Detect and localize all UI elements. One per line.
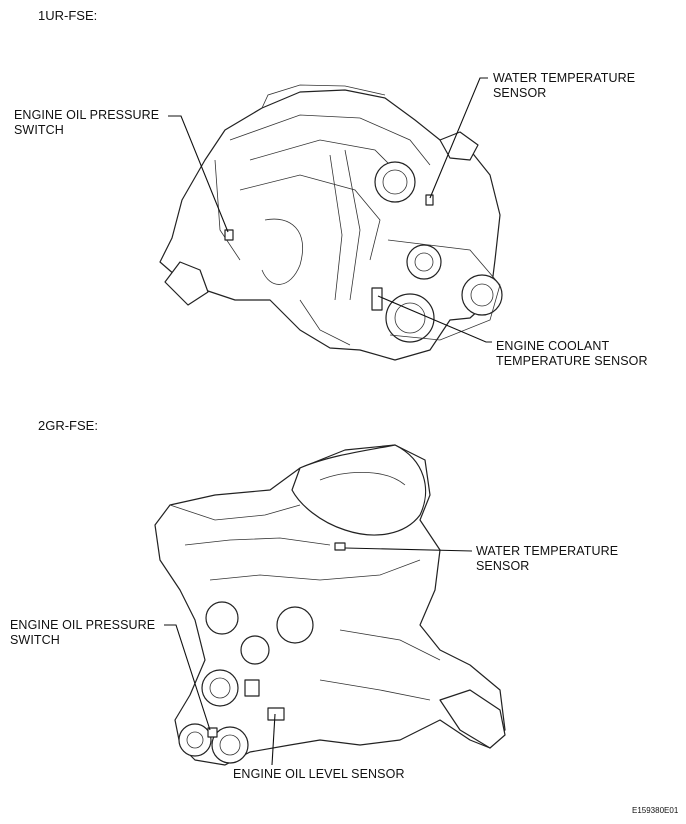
- label-line: SENSOR: [493, 86, 547, 100]
- leader-lines-1ur: [168, 77, 492, 343]
- label-line: ENGINE OIL PRESSURE: [10, 618, 156, 632]
- engine-2gr-illustration: [154, 444, 506, 766]
- label-2gr-water-temperature-sensor: WATER TEMPERATURE SENSOR: [476, 544, 618, 574]
- label-line: SWITCH: [14, 123, 64, 137]
- leader-lines-2gr: [164, 547, 473, 766]
- label-line: ENGINE COOLANT: [496, 339, 610, 353]
- label-2gr-engine-oil-pressure-switch: ENGINE OIL PRESSURE SWITCH: [10, 618, 155, 648]
- label-line: ENGINE OIL PRESSURE: [14, 108, 160, 122]
- engine-1ur-illustration: [159, 84, 503, 361]
- label-line: SENSOR: [476, 559, 530, 573]
- label-1ur-engine-coolant-temperature-sensor: ENGINE COOLANT TEMPERATURE SENSOR: [496, 339, 648, 369]
- label-1ur-engine-oil-pressure-switch: ENGINE OIL PRESSURE SWITCH: [14, 108, 159, 138]
- figure-code: E159380E01: [632, 806, 679, 815]
- label-line: WATER TEMPERATURE: [476, 544, 619, 558]
- label-line: SWITCH: [10, 633, 60, 647]
- label-line: WATER TEMPERATURE: [493, 71, 636, 85]
- label-line: TEMPERATURE SENSOR: [496, 354, 648, 368]
- section-heading-1ur: 1UR-FSE:: [38, 8, 98, 23]
- section-heading-2gr: 2GR-FSE:: [38, 418, 98, 433]
- label-1ur-water-temperature-sensor: WATER TEMPERATURE SENSOR: [493, 71, 635, 101]
- label-2gr-engine-oil-level-sensor: ENGINE OIL LEVEL SENSOR: [233, 767, 405, 781]
